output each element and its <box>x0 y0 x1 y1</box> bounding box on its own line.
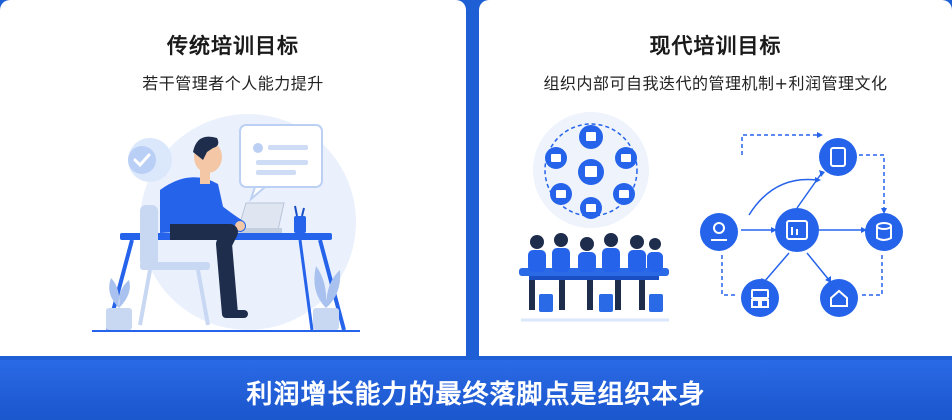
team-network-illustration <box>519 112 903 322</box>
flow-diagram <box>721 134 885 296</box>
chart-icon <box>820 279 858 317</box>
summary-text: 利润增长能力的最终落脚点是组织本身 <box>246 380 706 410</box>
chat-bubble-icon <box>239 124 323 203</box>
traditional-subtitle: 若干管理者个人能力提升 <box>142 74 324 93</box>
user-location-icon <box>700 213 738 251</box>
modern-title: 现代培训目标 <box>649 34 782 58</box>
content-area: 传统培训目标 若干管理者个人能力提升 <box>0 0 952 356</box>
dashboard-icon <box>775 208 819 252</box>
modern-subtitle: 组织内部可自我迭代的管理机制+利润管理文化 <box>543 74 888 93</box>
traditional-title: 传统培训目标 <box>167 34 299 58</box>
database-icon <box>865 213 903 251</box>
document-icon <box>819 138 857 176</box>
person-at-laptop-illustration <box>92 114 360 332</box>
traditional-training-card: 传统培训目标 若干管理者个人能力提升 <box>0 0 466 356</box>
checkmark-icon <box>128 146 156 174</box>
layers-icon <box>741 279 779 317</box>
modern-training-card: 现代培训目标 组织内部可自我迭代的管理机制+利润管理文化 <box>479 0 952 356</box>
summary-banner: 利润增长能力的最终落脚点是组织本身 <box>0 360 952 420</box>
